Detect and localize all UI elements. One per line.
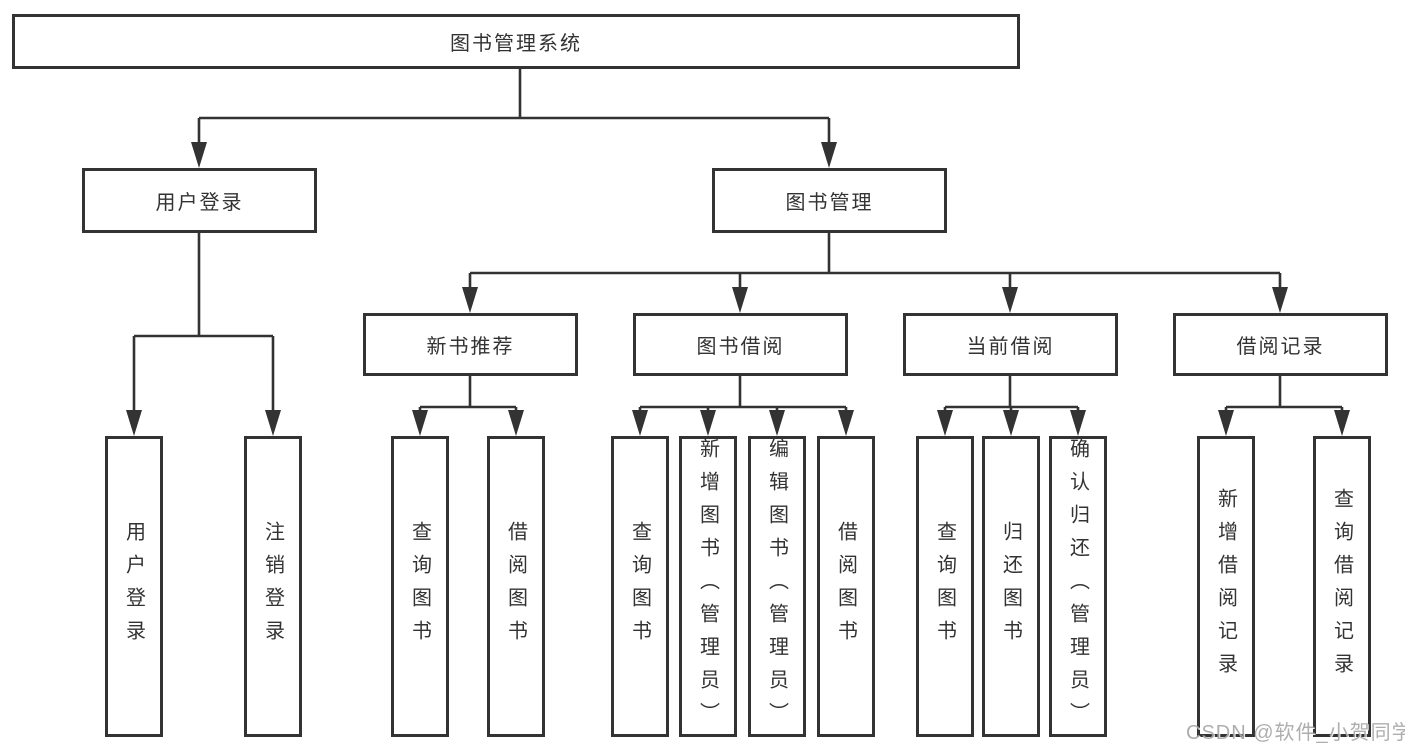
node-root: 图书管理系统 [12, 14, 1020, 69]
leaf-user-login-label: 用户登录 [122, 520, 145, 653]
node-user-login-label: 用户登录 [155, 192, 244, 214]
leaf-borrow-books-label: 借阅图书 [834, 520, 857, 653]
leaf-add-books-admin: 新增图书（管理员） [679, 436, 737, 737]
leaf-logout: 注销登录 [244, 436, 302, 737]
leaf-confirm-return-admin: 确认归还（管理员） [1049, 436, 1107, 737]
arrowheads [126, 142, 1350, 436]
leaf-recommend-query-books: 查询图书 [391, 436, 449, 737]
node-new-book-recommend-label: 新书推荐 [426, 336, 515, 358]
leaf-edit-books-admin: 编辑图书（管理员） [748, 436, 806, 737]
leaf-borrow-books: 借阅图书 [817, 436, 875, 737]
csdn-watermark: CSDN @软件_小贺同学 [1186, 722, 1405, 744]
leaf-recommend-borrow-books-label: 借阅图书 [504, 520, 527, 653]
node-book-borrow-label: 图书借阅 [696, 336, 785, 358]
leaf-return-books: 归还图书 [982, 436, 1040, 737]
leaf-logout-label: 注销登录 [261, 520, 284, 653]
leaf-borrow-query-books-label: 查询图书 [628, 520, 651, 653]
leaf-confirm-return-admin-label: 确认归还（管理员） [1066, 438, 1089, 735]
leaf-add-books-admin-label: 新增图书（管理员） [696, 438, 719, 735]
leaf-return-books-label: 归还图书 [999, 520, 1022, 653]
node-root-label: 图书管理系统 [450, 33, 582, 55]
leaf-add-borrow-record: 新增借阅记录 [1197, 436, 1255, 737]
leaf-current-query-books-label: 查询图书 [933, 520, 956, 653]
node-book-borrow: 图书借阅 [633, 313, 848, 376]
leaf-user-login: 用户登录 [105, 436, 163, 737]
leaf-current-query-books: 查询图书 [916, 436, 974, 737]
leaf-edit-books-admin-label: 编辑图书（管理员） [765, 438, 788, 735]
node-book-management: 图书管理 [712, 168, 947, 233]
leaf-recommend-borrow-books: 借阅图书 [487, 436, 545, 737]
leaf-recommend-query-books-label: 查询图书 [408, 520, 431, 653]
leaf-query-borrow-record: 查询借阅记录 [1313, 436, 1371, 737]
node-book-management-label: 图书管理 [785, 192, 874, 214]
node-new-book-recommend: 新书推荐 [363, 313, 578, 376]
leaf-query-borrow-record-label: 查询借阅记录 [1330, 487, 1353, 686]
node-current-borrow-label: 当前借阅 [966, 336, 1055, 358]
leaf-add-borrow-record-label: 新增借阅记录 [1214, 487, 1237, 686]
node-user-login: 用户登录 [82, 168, 317, 233]
node-current-borrow: 当前借阅 [903, 313, 1118, 376]
leaf-borrow-query-books: 查询图书 [611, 436, 669, 737]
node-borrow-records: 借阅记录 [1173, 313, 1388, 376]
node-borrow-records-label: 借阅记录 [1236, 336, 1325, 358]
